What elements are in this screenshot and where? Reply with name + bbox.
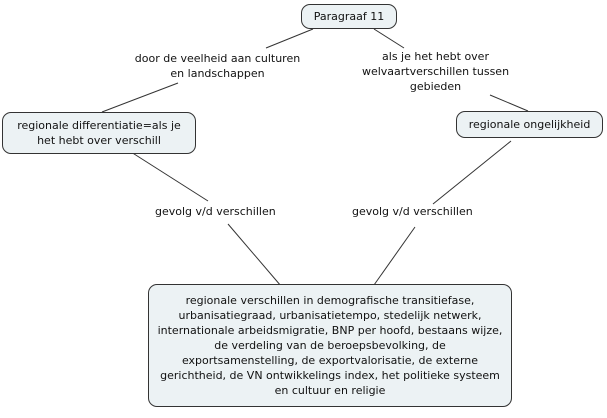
link-label-gevolg-left[interactable]: gevolg v/d verschillen [155, 205, 276, 218]
link-label-culturen-landschappen[interactable]: door de veelheid aan culturen en landsch… [134, 52, 301, 80]
connector-culturen-to-left [101, 82, 179, 113]
connector-right-to-gevolg [432, 140, 512, 205]
connector-gevolg-to-bottom-left [227, 223, 282, 287]
link-label-welvaartverschillen[interactable]: als je het hebt over welvaartverschillen… [361, 50, 510, 93]
connector-left-to-gevolg [130, 151, 209, 202]
connector-top-to-culturen [265, 28, 314, 49]
node-regionale-differentiatie[interactable]: regionale differentiatie=als je het hebt… [2, 112, 196, 154]
link-label-gevolg-right[interactable]: gevolg v/d verschillen [352, 205, 473, 218]
connector-top-to-welvaart [373, 28, 405, 49]
node-regionale-verschillen[interactable]: regionale verschillen in demografische t… [148, 284, 512, 407]
node-regionale-ongelijkheid[interactable]: regionale ongelijkheid [456, 111, 603, 138]
connector-gevolg-to-bottom-right [373, 226, 416, 286]
connector-welvaart-to-right [489, 94, 529, 112]
node-paragraaf-11[interactable]: Paragraaf 11 [301, 4, 397, 29]
